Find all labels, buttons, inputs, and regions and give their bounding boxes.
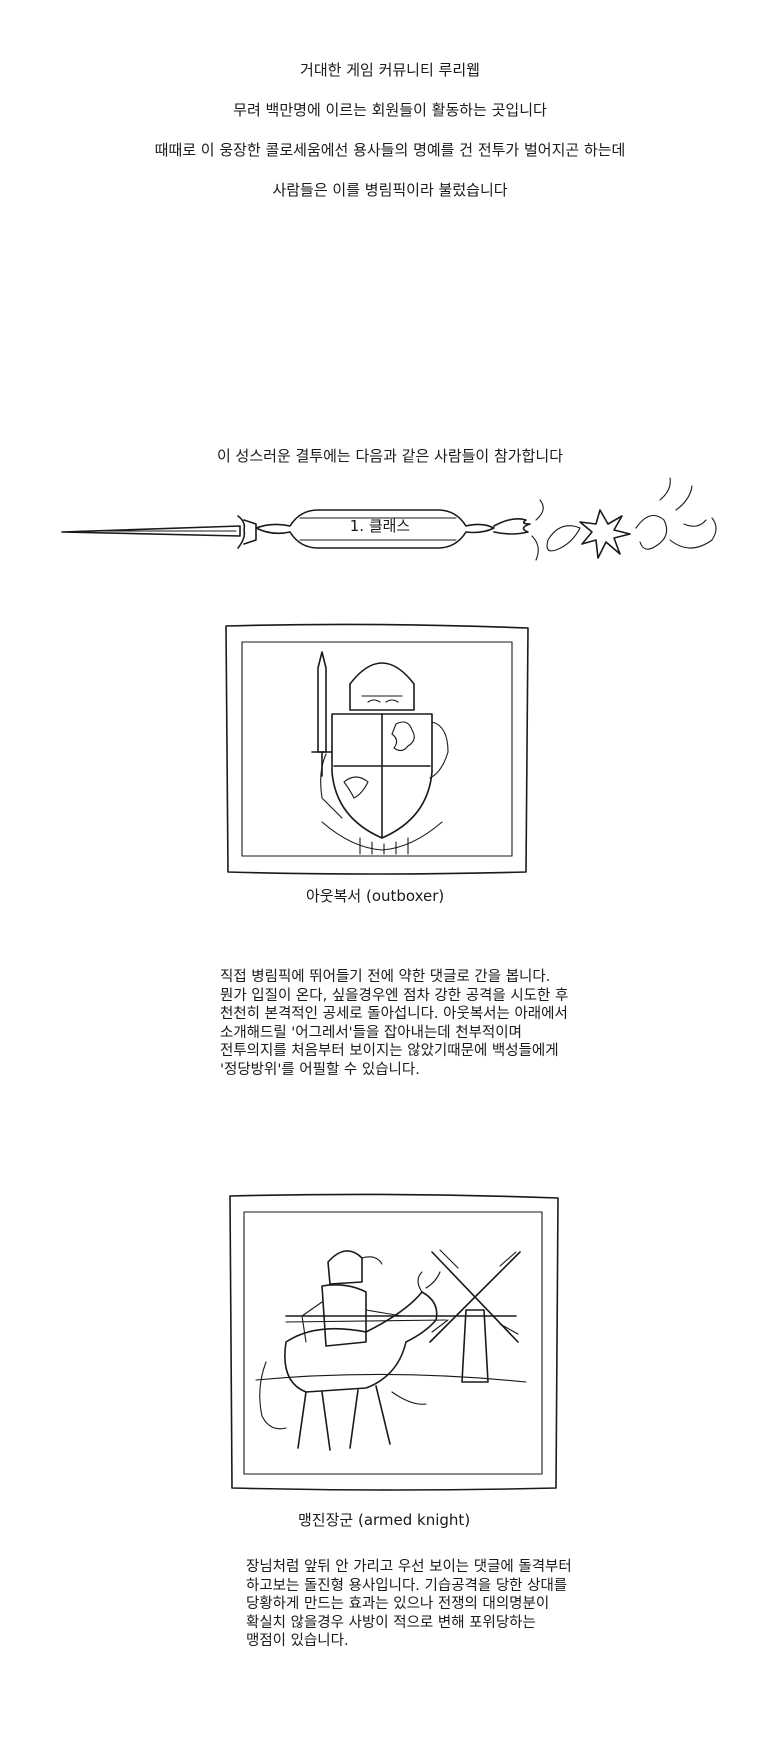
armed-knight-description-line: 장님처럼 앞뒤 안 가리고 우선 보이는 댓글에 돌격부터 [246, 1559, 572, 1575]
armed-knight-description-line: 확실치 않을경우 사방이 적으로 변해 포위당하는 [246, 1614, 536, 1631]
sword-banner-illustration [61, 477, 717, 561]
outboxer-description-line: 직접 병림픽에 뛰어들기 전에 약한 댓글로 간을 봅니다. [220, 969, 551, 985]
outboxer-description-line: 천천히 본격적인 공세로 돌아섭니다. 아웃복서는 아래에서 [220, 1006, 568, 1022]
intro-line-1: 거대한 게임 커뮤니티 루리웹 [300, 61, 480, 79]
armed-knight-illustration [229, 1193, 559, 1491]
outboxer-description-line: 전투의지를 처음부터 보이지는 않았기때문에 백성들에게 [220, 1043, 559, 1059]
armed-knight-caption: 맹진장군 (armed knight) [298, 1511, 471, 1529]
outboxer-description-line: 소개해드릴 '어그레서'들을 잡아내는데 천부적이며 [220, 1024, 522, 1041]
outboxer-description: 직접 병림픽에 뛰어들기 전에 약한 댓글로 간을 봅니다. 뭔가 입질이 온다… [220, 968, 568, 1079]
intro-line-2: 무려 백만명에 이르는 회원들이 활동하는 곳입니다 [233, 101, 547, 119]
intro-line-3: 때때로 이 웅장한 콜로세움에선 용사들의 명예를 건 전투가 벌어지곤 하는데 [154, 141, 626, 159]
outboxer-caption: 아웃복서 (outboxer) [306, 887, 445, 905]
outboxer-description-line: 뭔가 입질이 온다, 싶을경우엔 점차 강한 공격을 시도한 후 [220, 987, 569, 1004]
armed-knight-description: 장님처럼 앞뒤 안 가리고 우선 보이는 댓글에 돌격부터 하고보는 돌진형 용… [246, 1558, 572, 1651]
intro-line-4: 사람들은 이를 병림픽이라 불렀습니다 [272, 181, 508, 199]
armed-knight-description-line: 당황하게 만드는 효과는 있으나 전쟁의 대의명분이 [246, 1596, 550, 1612]
armed-knight-description-line: 맹점이 있습니다. [246, 1633, 349, 1649]
outboxer-illustration [225, 623, 529, 875]
outboxer-description-line: '정당방위'를 어필할 수 있습니다. [220, 1061, 420, 1078]
armed-knight-description-line: 하고보는 돌진형 용사입니다. 기습공격을 당한 상대를 [246, 1577, 568, 1594]
section-banner-label: 1. 클래스 [349, 517, 411, 535]
participants-intro: 이 성스러운 결투에는 다음과 같은 사람들이 참가합니다 [216, 447, 563, 465]
